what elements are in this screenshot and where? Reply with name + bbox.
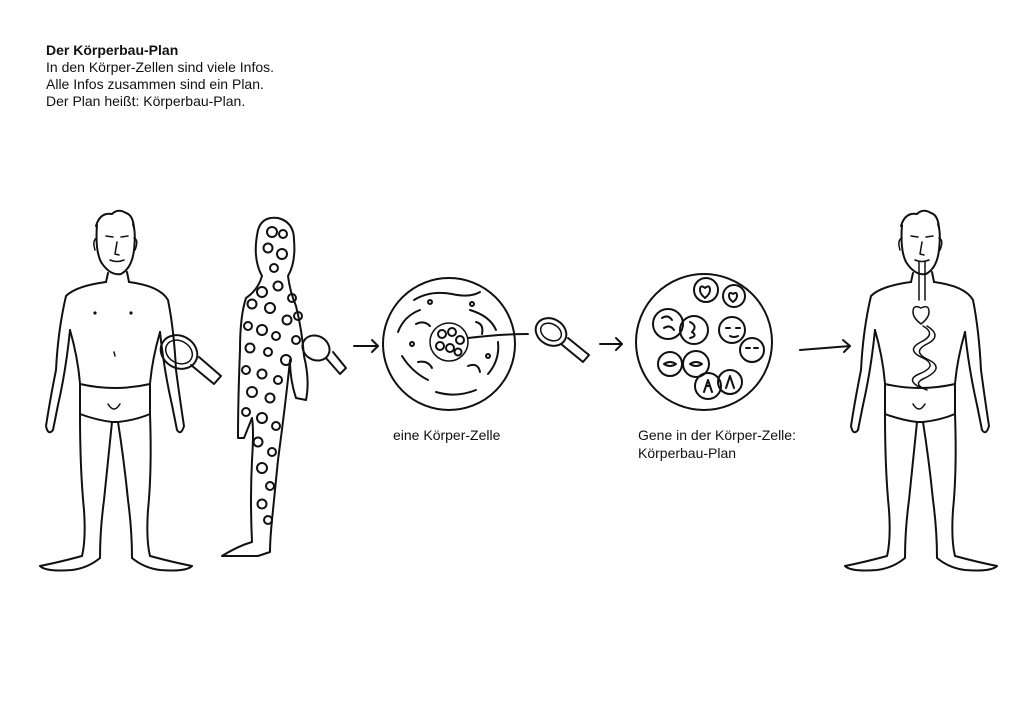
arrow-icon — [799, 339, 851, 353]
person-figure-right — [844, 209, 998, 572]
body-of-cells-figure — [221, 216, 309, 557]
body-cell-drawing — [382, 277, 529, 411]
caption-genes-line-1: Gene in der Körper-Zelle: — [638, 427, 796, 443]
intro-line-2: Alle Infos zusammen sind ein Plan. — [46, 76, 264, 92]
magnifier-icon — [534, 317, 590, 363]
intro-line-3: Der Plan heißt: Körperbau-Plan. — [46, 93, 246, 109]
genes-plan-drawing — [635, 273, 773, 411]
magnifier-icon — [159, 334, 222, 385]
magnifier-icon — [301, 334, 347, 375]
caption-genes: Gene in der Körper-Zelle: Körperbau-Plan — [638, 426, 796, 462]
intro-line-1: In den Körper-Zellen sind viele Infos. — [46, 59, 275, 75]
arrow-icon — [353, 339, 379, 353]
intro-text: Der Körperbau-Plan In den Körper-Zellen … — [46, 42, 274, 110]
caption-body-cell: eine Körper-Zelle — [393, 427, 501, 443]
person-figure-left — [39, 209, 193, 572]
arrow-icon — [599, 337, 623, 351]
page-title: Der Körperbau-Plan — [46, 42, 179, 58]
caption-genes-line-2: Körperbau-Plan — [638, 445, 737, 461]
